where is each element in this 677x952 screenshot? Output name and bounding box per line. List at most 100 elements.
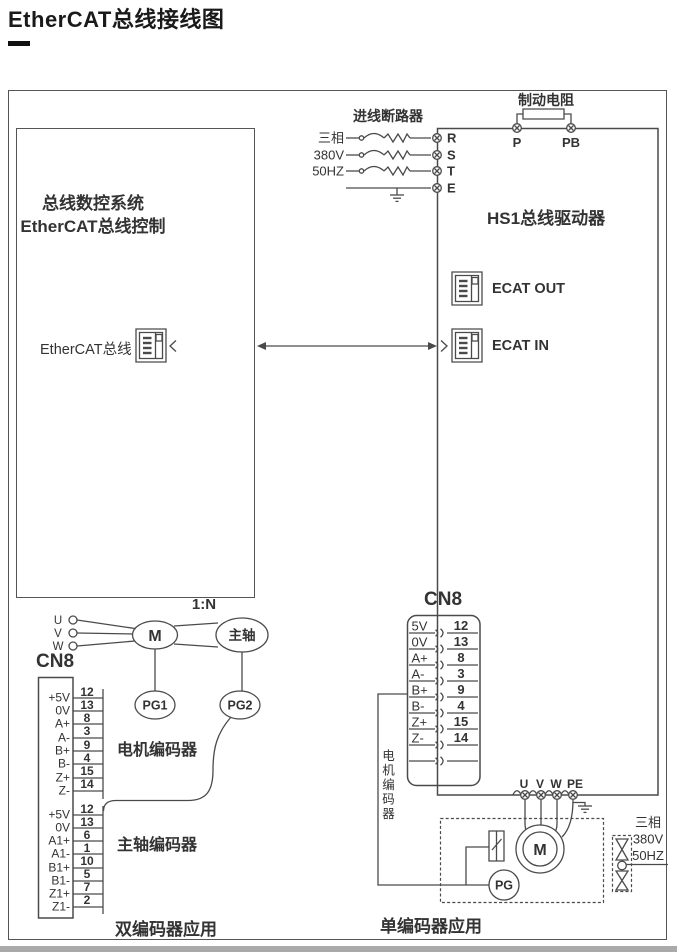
belt-line [174,623,218,626]
dual-encoder-caption: 双编码器应用 [115,920,217,939]
pin-label: A1+ [48,834,70,848]
fan-supply-1: 三相 [635,815,661,830]
terminal-P-icon [512,123,522,133]
earth-ground-icon [390,188,404,201]
pin-number: 6 [84,828,91,842]
cn8-row-pin: 13 [454,634,468,649]
diagram-frame [8,90,667,940]
terminal-S-icon [432,150,442,160]
brake-resistor-label: 制动电阻 [518,92,574,108]
pin-number: 12 [80,685,94,699]
arrowhead-left [257,342,266,350]
phase-label-2: 380V [314,148,345,163]
breaker-switch-arc [364,134,384,139]
terminal-T-label: T [447,164,455,179]
terminal-E-icon [432,183,442,193]
pin-number: 15 [80,764,94,778]
ecat-out-icon [450,270,484,307]
uvw-label-u: U [54,615,62,627]
footer-bar [0,946,677,952]
terminal-E-label: E [447,181,456,196]
pin-number: 12 [80,802,94,816]
cnc-system-box [16,128,255,598]
arrowhead-right [428,342,437,350]
pin-label: B- [58,757,70,771]
cn8-row-label: A- [412,667,425,682]
pg2-label: PG2 [227,699,252,713]
terminal-R-label: R [447,131,457,146]
fan-hub [618,861,627,870]
uvw-label-w: W [53,641,64,653]
pin-number: 2 [84,893,91,907]
cn8-row-pin: 15 [454,714,468,729]
cn8-row-pin: 3 [457,666,464,681]
chevron-right-icon [441,341,447,352]
terminal-P-label: P [513,135,522,150]
brake-resistor: 制动电阻 P PB [512,92,580,150]
belt-line [174,644,218,647]
terminal-S-label: S [447,148,456,163]
fan-supply-3: 50HZ [632,848,664,863]
terminal-V-icon [536,790,546,800]
terminal-U-label: U [520,777,529,791]
pin-label: Z1- [52,900,70,914]
breaker-contact [359,136,363,140]
pin-label: B1+ [48,861,70,875]
terminal-PB-label: PB [562,135,580,150]
pin-label: 0V [55,821,70,835]
terminal-PE-label: PE [567,777,583,791]
cnc-title-line2: EtherCAT总线控制 [20,217,166,236]
dual-motor-letter: M [148,628,161,645]
resistor-body [523,109,564,119]
cn8-row-label: B- [412,699,425,714]
terminal-W-icon [552,790,562,800]
encoder-feedback-wire [378,694,489,885]
pin-label: Z1+ [49,887,70,901]
single-encoder-caption: 单编码器应用 [380,917,482,936]
fan-blade-icon [616,839,628,860]
uvw-label-v: V [54,628,62,640]
pg1-ellipse [135,691,175,719]
pg2-wire [104,717,232,811]
pin-label: B+ [55,744,70,758]
drive-title: HS1总线驱动器 [487,209,606,228]
cn8-row-label: 0V [412,635,428,650]
pe-ground-icon [573,803,592,813]
single-encoder-assembly: M PG [441,819,604,903]
pin-number: 10 [80,854,94,868]
pin-label: +5V [48,808,70,822]
terminal-W-label: W [550,777,562,791]
chevron-left-icon [170,341,176,352]
pin-number: 9 [84,738,91,752]
terminal-U-icon [520,790,530,800]
pin-number: 8 [84,711,91,725]
ethercat-port-icon [134,327,168,364]
pin-number: 5 [84,867,91,881]
motor-circle-inner [523,832,557,866]
cn8-row-label: A+ [412,651,428,666]
cn8-row-label: 5V [412,619,428,634]
pin-number: 4 [84,751,91,765]
title-dash [8,41,30,46]
motor-assembly-box [441,819,604,903]
page-title: EtherCAT总线接线图 [8,7,225,32]
cn8-row-pin: 8 [457,650,464,665]
right-cn8-connector: 5V 12 0V 13 A+ 8 A- 3 B+ 9 B- [408,616,481,786]
pin-label: Z+ [56,771,70,785]
cn8-row-pin: 9 [457,682,464,697]
fan-box [613,836,632,892]
ecat-out-label: ECAT OUT [492,281,566,297]
pg2-ellipse [220,691,260,719]
cn8-row-pin: 14 [454,730,469,745]
breaker-coil [384,134,410,142]
pin-label: 0V [55,704,70,718]
phase-label-3: 50HZ [312,164,344,179]
pg1-label: PG1 [142,699,167,713]
pg-label: PG [495,879,513,893]
incoming-power: 进线断路器 三相 R 380V S 50HZ T [312,108,457,201]
pin-number: 1 [84,841,91,855]
brake-sensor-symbol [489,831,504,861]
ecat-in-label: ECAT IN [492,338,549,354]
